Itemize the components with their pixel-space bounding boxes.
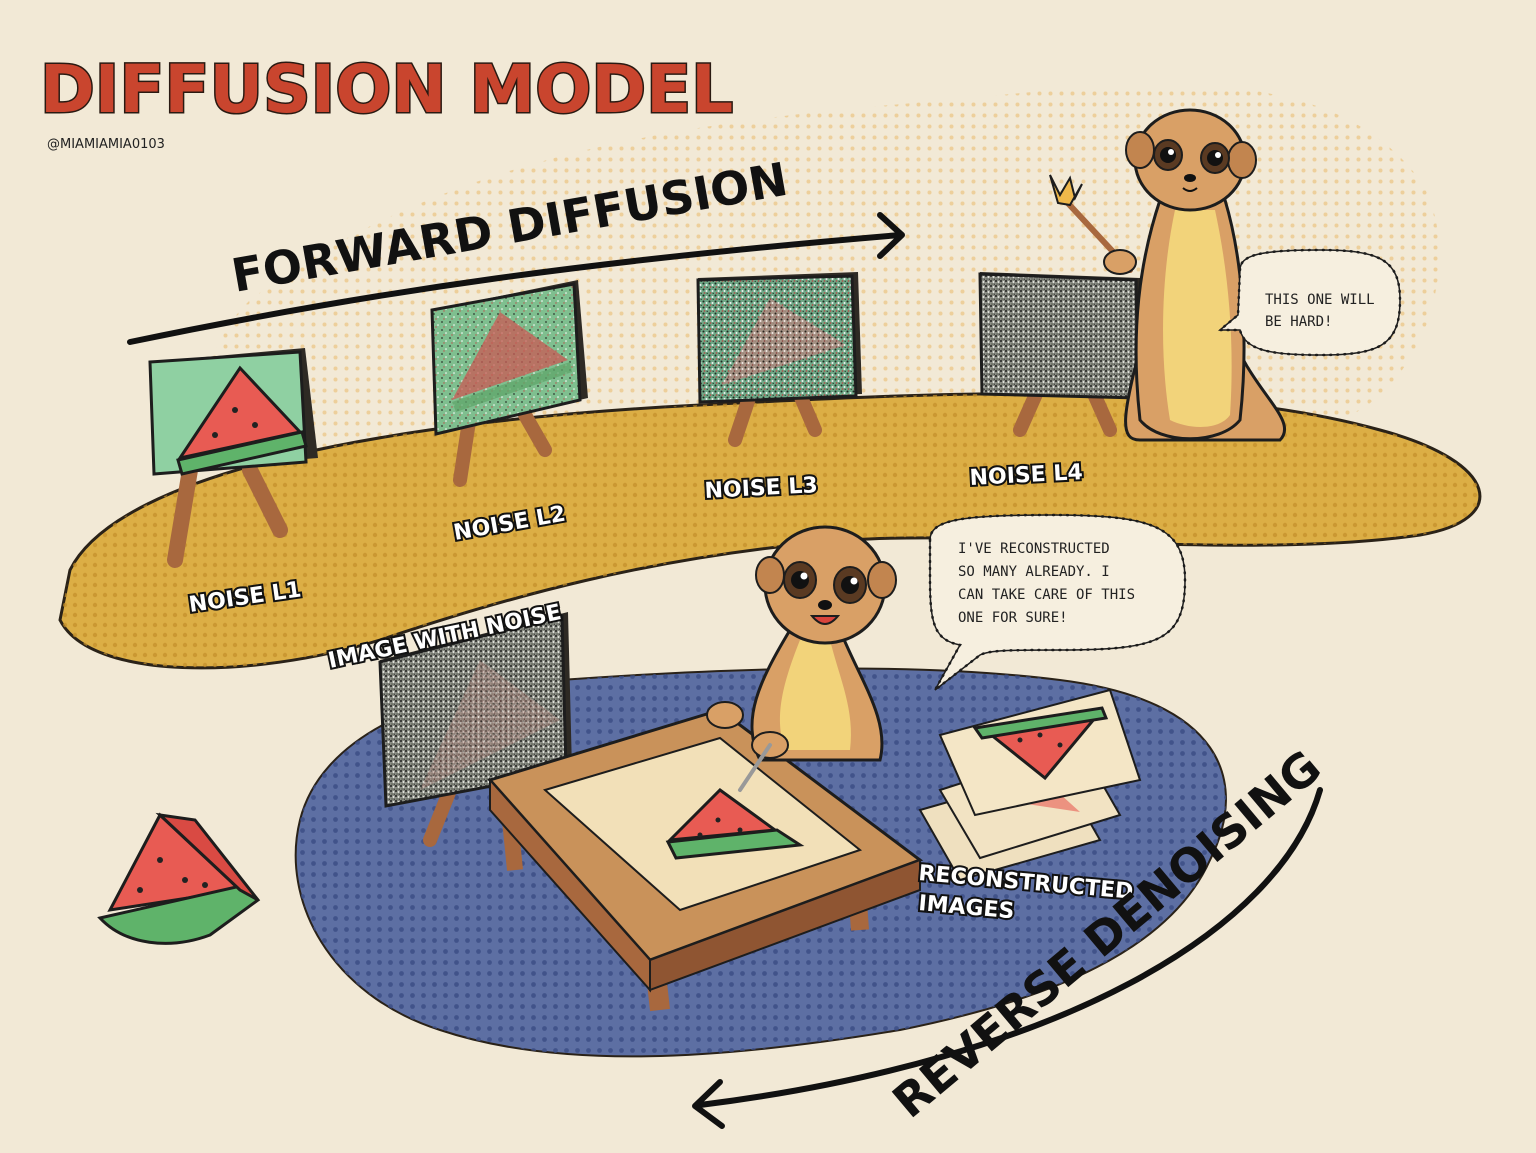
- author-handle: @MIAMIAMIA0103: [47, 137, 165, 152]
- speech-bubble-bottom: I'VE RECONSTRUCTED SO MANY ALREADY. I CA…: [928, 513, 1187, 691]
- reverse-arrowhead: [692, 1079, 725, 1129]
- speech-bubble-top: THIS ONE WILL BE HARD!: [1216, 248, 1402, 357]
- drawing-table: [487, 708, 924, 1012]
- bubble-bottom-line-4: ONE FOR SURE!: [958, 610, 1068, 626]
- forward-arrowhead: [877, 212, 905, 259]
- watermelon-drawing: [665, 788, 805, 860]
- watermelon-slice-1: [176, 365, 308, 476]
- reverse-arrow-line: [697, 787, 1323, 1108]
- watermelon-original: [97, 812, 261, 945]
- forward-path-dots: [60, 393, 1480, 668]
- easel-stage-4: [978, 272, 1144, 437]
- easel-image-with-noise: [378, 612, 572, 847]
- easel-stage-1: [148, 348, 318, 568]
- easel-stage-3: [696, 272, 862, 447]
- bubble-bottom-line-2: SO MANY ALREADY. I: [958, 564, 1110, 580]
- meerkat-standing: [1049, 108, 1287, 442]
- forward-arrow-line: [127, 232, 903, 345]
- page-title: DIFFUSION MODEL: [40, 51, 733, 128]
- meerkat-drawing: [706, 525, 897, 792]
- bubble-top-line-1: THIS ONE WILL: [1265, 292, 1375, 308]
- bubble-top-line-2: BE HARD!: [1265, 314, 1332, 330]
- reconstructed-images-stack: [918, 688, 1142, 882]
- bubble-bottom-line-1: I'VE RECONSTRUCTED: [958, 541, 1110, 557]
- watermelon-reconstructed: [972, 706, 1109, 781]
- bubble-bottom-line-3: CAN TAKE CARE OF THIS: [958, 587, 1135, 603]
- easel-stage-2: [430, 280, 588, 487]
